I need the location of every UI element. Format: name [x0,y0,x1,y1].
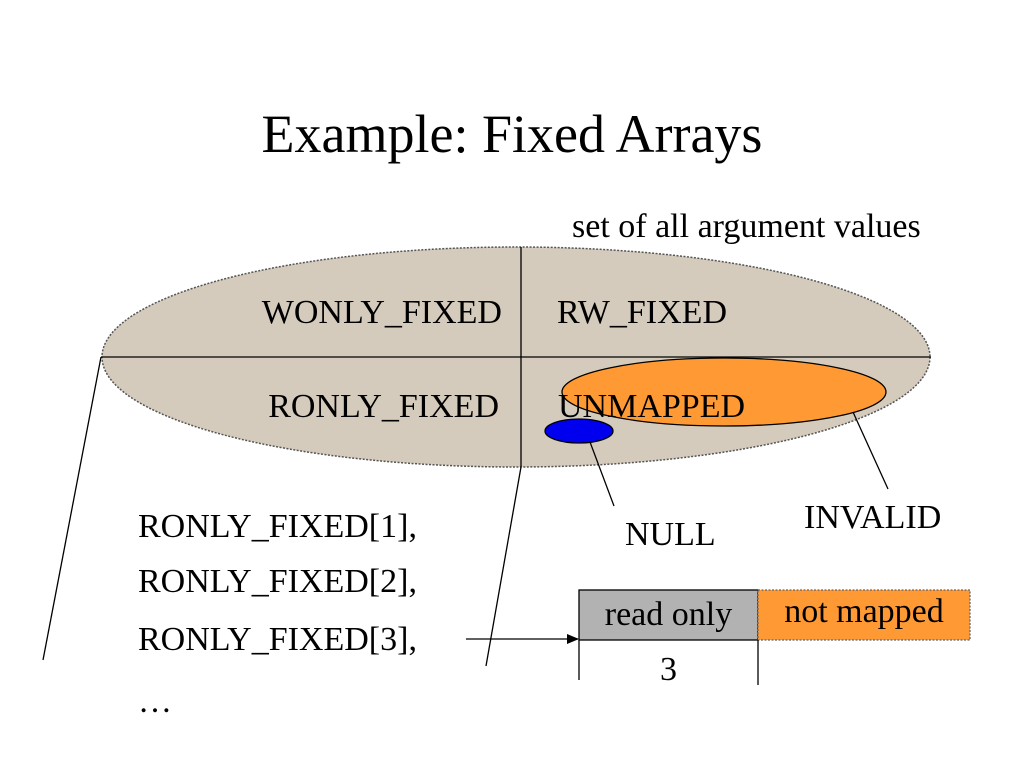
quadrant-label-unmapped: UNMAPPED [558,388,746,425]
zoom-line-right [485,466,522,667]
zoom-line-left [42,356,102,661]
not-mapped-block [757,589,971,641]
invalid-label: INVALID [804,499,942,536]
null-callout-line [589,441,615,507]
invalid-callout-line [852,411,889,490]
null-region-ellipse [544,418,614,444]
quadrant-label-wonly-fixed: WONLY_FIXED [261,294,502,331]
array-list-item: RONLY_FIXED[3], [138,621,417,658]
not-mapped-label: not mapped [784,593,944,630]
slide-title: Example: Fixed Arrays [261,104,763,164]
invalid-region-ellipse [561,357,887,427]
null-label: NULL [625,516,716,553]
quadrant-label-rw-fixed: RW_FIXED [557,294,727,331]
set-label: set of all argument values [572,208,921,245]
read-only-block [578,589,759,641]
read-only-label: read only [604,596,733,633]
array-list-item: RONLY_FIXED[2], [138,563,417,600]
index-label: 3 [660,651,677,688]
array-list-item: RONLY_FIXED[1], [138,508,417,545]
array-list-item: … [138,683,172,720]
quadrant-label-ronly-fixed: RONLY_FIXED [268,388,499,425]
